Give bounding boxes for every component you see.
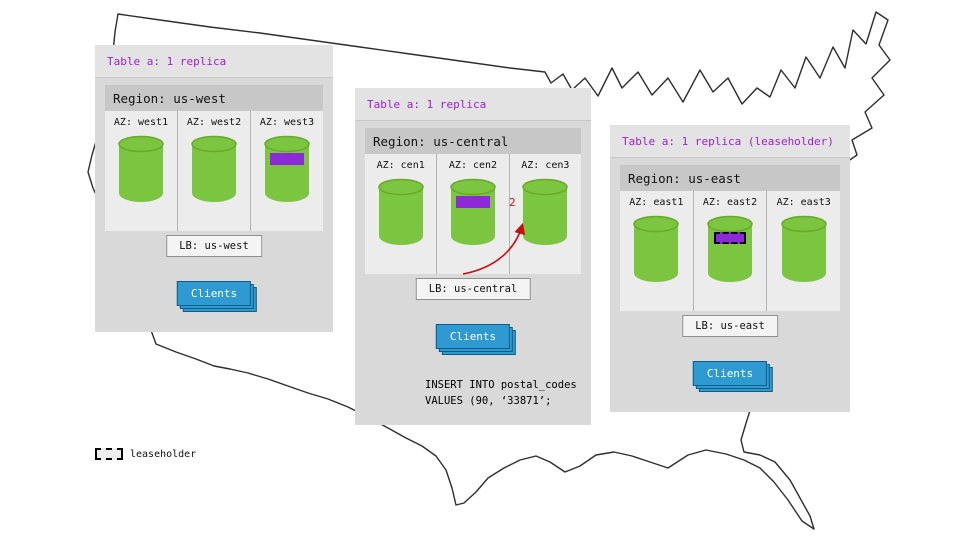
leaseholder-marker: [714, 232, 746, 244]
az-cell-east2: AZ: east2: [694, 191, 768, 311]
clients-button-us-central[interactable]: Clients: [435, 324, 511, 349]
load-balancer-us-west: LB: us-west: [166, 235, 262, 257]
table-replica-label: Table a: 1 replica: [107, 54, 227, 68]
region-title: Region: us-central: [365, 128, 581, 154]
database-cylinder: [117, 135, 165, 203]
load-balancer-us-east: LB: us-east: [682, 315, 778, 337]
az-label: AZ: cen3: [521, 160, 570, 171]
legend-label: leaseholder: [130, 448, 197, 460]
sql-line-2: VALUES (90, ‘33871’;: [425, 394, 552, 407]
database-cylinder: [521, 178, 569, 246]
database-cylinder: [632, 215, 680, 283]
database-cylinder: [780, 215, 828, 283]
region-title-label: Region: us-west: [113, 90, 226, 106]
table-replica-label: Table a: 1 replica: [367, 97, 487, 111]
database-cylinder: [263, 135, 311, 203]
database-cylinder: [190, 135, 238, 203]
az-label: AZ: cen1: [376, 160, 425, 171]
az-label: AZ: west1: [113, 117, 169, 128]
az-cell-west2: AZ: west2: [178, 111, 251, 231]
az-label: AZ: cen2: [448, 160, 498, 171]
legend-leaseholder: leaseholder: [95, 448, 196, 460]
az-label: AZ: west2: [186, 117, 242, 128]
replica-marker: [455, 196, 490, 208]
sql-statement: INSERT INTO postal_codes VALUES (90, ‘33…: [425, 378, 577, 410]
region-title: Region: us-west: [105, 85, 323, 111]
table-replica-label: Table a: 1 replica (leaseholder): [622, 134, 834, 148]
clients-button-us-west[interactable]: Clients: [176, 281, 252, 306]
region-title-label: Region: us-east: [628, 170, 741, 186]
region-panel-us-central: Table a: 1 replica Region: us-central AZ…: [355, 88, 591, 425]
sql-line-1: INSERT INTO postal_codes: [425, 379, 577, 391]
clients-button-us-east[interactable]: Clients: [692, 361, 768, 386]
leaseholder-swatch-icon: [95, 448, 123, 460]
az-cell-west3: AZ: west3: [251, 111, 323, 231]
region-panel-us-west: Table a: 1 replica Region: us-west AZ: w…: [95, 45, 333, 332]
table-replica-header: Table a: 1 replica (leaseholder): [610, 125, 850, 158]
az-cell-east1: AZ: east1: [620, 191, 694, 311]
az-row: AZ: west1 AZ: west2 AZ: west3: [105, 111, 323, 231]
region-title: Region: us-east: [620, 165, 840, 191]
replica-marker: [270, 153, 304, 165]
table-replica-header: Table a: 1 replica: [95, 45, 333, 78]
az-label: AZ: east2: [702, 197, 758, 208]
database-cylinder: [377, 178, 425, 246]
az-label: AZ: east1: [629, 197, 684, 208]
az-row: AZ: east1 AZ: east2 AZ: east3: [620, 191, 840, 311]
table-replica-header: Table a: 1 replica: [355, 88, 591, 121]
region-panel-us-east: Table a: 1 replica (leaseholder) Region:…: [610, 125, 850, 412]
load-balancer-us-central: LB: us-central: [415, 278, 531, 300]
az-label: AZ: west3: [259, 117, 315, 128]
az-cell-east3: AZ: east3: [767, 191, 840, 311]
az-cell-cen1: AZ: cen1: [365, 154, 438, 274]
az-label: AZ: east3: [776, 197, 831, 208]
az-row: AZ: cen1 AZ: cen2 AZ: cen3: [365, 154, 581, 274]
database-cylinder: [449, 178, 497, 246]
az-cell-cen2: AZ: cen2: [437, 154, 510, 274]
az-cell-west1: AZ: west1: [105, 111, 178, 231]
region-title-label: Region: us-central: [373, 133, 509, 149]
database-cylinder: [706, 215, 754, 283]
az-cell-cen3: AZ: cen3: [510, 154, 581, 274]
